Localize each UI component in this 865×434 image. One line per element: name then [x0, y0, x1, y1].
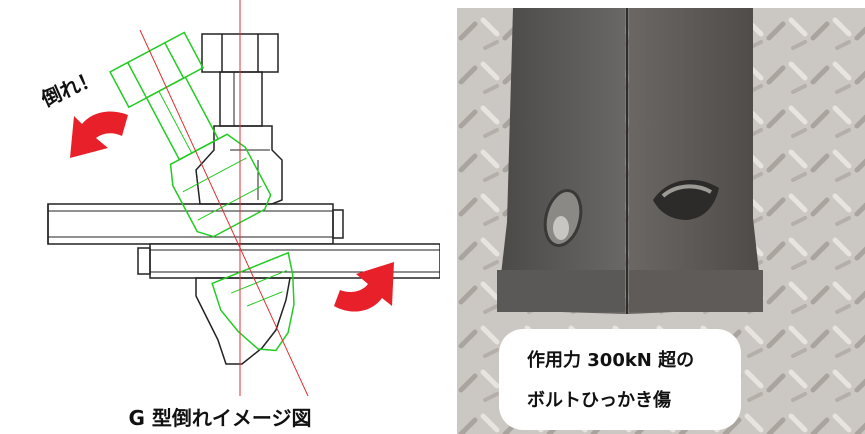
upright-clamp [195, 33, 291, 365]
tilted-bolt-shank [145, 76, 220, 161]
diagram-panel: 倒れ！ G 型倒れイメージ図 [37, 0, 440, 430]
diagram-caption: G 型倒れイメージ図 [128, 406, 312, 430]
left-steel-bar [497, 8, 625, 314]
tilted-clamp-body [169, 133, 272, 238]
right-bar-end [629, 270, 763, 312]
left-rotation-arrow [70, 111, 128, 158]
photo-panel: 作用力 300kN 超の ボルトひっかき傷 [457, 8, 865, 434]
bolt-tilt-diagram [47, 0, 440, 397]
lower-plate-step [137, 247, 151, 275]
tilted-clamp [109, 31, 295, 352]
left-bar-end [497, 270, 625, 312]
photo-caption-line1: 作用力 300kN 超の [527, 350, 695, 371]
right-rotation-arrow [334, 262, 394, 312]
tilted-lower-clamp [211, 251, 295, 352]
lower-clamp-body [195, 277, 291, 365]
upper-plate-step [332, 209, 344, 239]
lower-plate [149, 243, 440, 279]
right-steel-bar [629, 8, 763, 314]
photo-caption-line2: ボルトひっかき傷 [527, 390, 671, 411]
upright-clamp-body [195, 125, 283, 205]
upright-bolt-shank [219, 71, 263, 127]
photo-caption-box [499, 329, 741, 430]
tilted-axis [139, 29, 309, 397]
plates [47, 203, 440, 279]
upper-plate [47, 203, 334, 245]
axis-lines [139, 0, 309, 397]
tilted-bolt-head [109, 31, 205, 109]
